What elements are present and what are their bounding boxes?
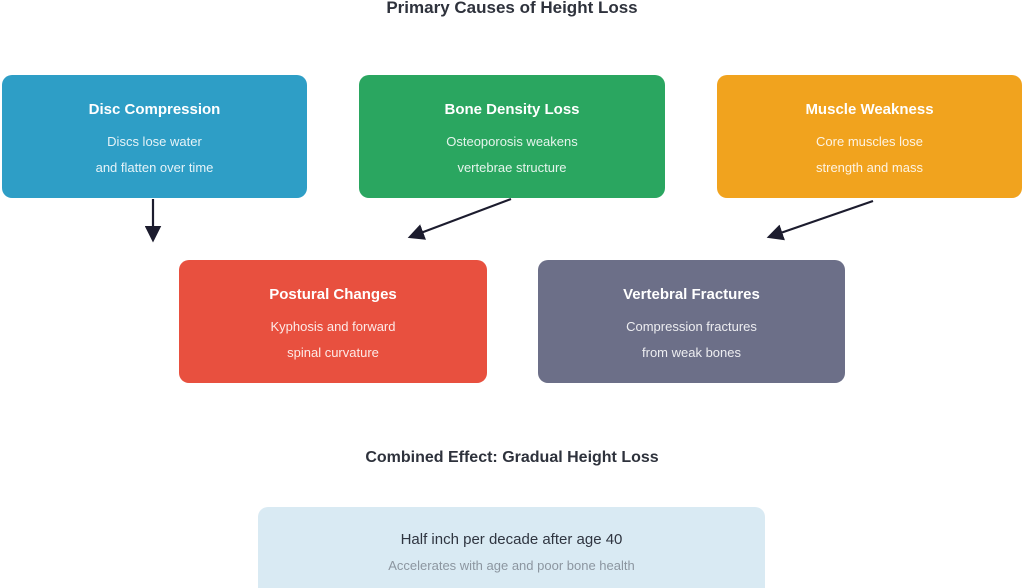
combined-effect-title: Half inch per decade after age 40	[400, 531, 623, 548]
node-vertebral-fractures: Vertebral Fractures Compression fracture…	[538, 260, 845, 383]
node-title: Postural Changes	[269, 286, 397, 303]
node-title: Disc Compression	[88, 101, 221, 118]
node-description-line: Compression fractures	[626, 319, 757, 334]
node-description-line: from weak bones	[642, 345, 741, 360]
node-description-line: Core muscles lose	[816, 134, 923, 149]
node-description-line: strength and mass	[816, 160, 923, 175]
node-description-line: Discs lose water	[107, 134, 202, 149]
node-disc-compression: Disc Compression Discs lose water and fl…	[2, 75, 307, 198]
combined-effect-box: Half inch per decade after age 40 Accele…	[258, 507, 765, 588]
node-description-line: spinal curvature	[287, 345, 379, 360]
arrow-from-bone-density	[407, 197, 512, 240]
node-description-line: and flatten over time	[95, 160, 214, 175]
node-bone-density-loss: Bone Density Loss Osteoporosis weakens v…	[359, 75, 665, 198]
combined-effect-subtitle: Accelerates with age and poor bone healt…	[388, 558, 635, 573]
node-postural-changes: Postural Changes Kyphosis and forward sp…	[179, 260, 487, 383]
node-description-line: vertebrae structure	[457, 160, 567, 175]
combined-effect-heading: Combined Effect: Gradual Height Loss	[365, 449, 659, 466]
node-title: Bone Density Loss	[444, 101, 580, 118]
node-muscle-weakness: Muscle Weakness Core muscles lose streng…	[717, 75, 1022, 198]
node-description-line: Osteoporosis weakens	[446, 134, 578, 149]
arrow-from-muscle-weakness	[766, 199, 874, 241]
node-title: Vertebral Fractures	[623, 286, 760, 303]
node-title: Muscle Weakness	[805, 101, 934, 118]
node-description-line: Kyphosis and forward	[270, 319, 396, 334]
page-title: Primary Causes of Height Loss	[386, 0, 638, 17]
